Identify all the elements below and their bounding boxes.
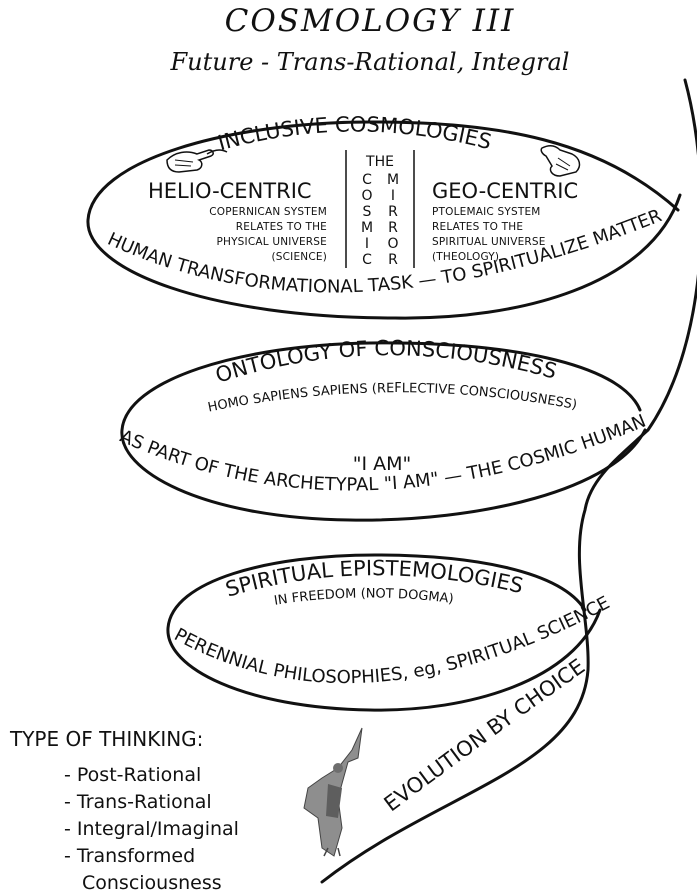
thinking-item: - Integral/Imaginal bbox=[64, 818, 239, 840]
cosmic-letter: O bbox=[361, 188, 372, 204]
helio-centric-heading: HELIO-CENTRIC bbox=[148, 179, 312, 203]
loop-2-sub-label: HOMO SAPIENS SAPIENS (REFLECTIVE CONSCIO… bbox=[207, 381, 578, 415]
helio-line-2: RELATES TO THE bbox=[236, 221, 327, 233]
cosmic-letter: C bbox=[362, 172, 372, 188]
robed-figure-icon bbox=[303, 727, 363, 857]
mirror-letter: I bbox=[391, 188, 395, 204]
page-title: COSMOLOGY III bbox=[225, 3, 516, 39]
loop-inclusive-cosmologies: INCLUSIVE COSMOLOGIES HUMAN TRANSFORMATI… bbox=[86, 112, 682, 320]
thinking-item: - Post-Rational bbox=[64, 764, 201, 786]
loop-2-arc-label: ONTOLOGY OF CONSCIOUSNESS bbox=[213, 336, 560, 388]
page-subtitle: Future - Trans-Rational, Integral bbox=[170, 48, 570, 76]
loop-3-ellipse bbox=[166, 553, 602, 712]
cosmic-letter: C bbox=[362, 252, 372, 268]
loop-1-bottom-label: HUMAN TRANSFORMATIONAL TASK — TO SPIRITU… bbox=[104, 205, 664, 297]
geo-line-4: (THEOLOGY) bbox=[432, 251, 499, 263]
cosmic-letter: M bbox=[361, 220, 373, 236]
cosmic-mirror: THE C O S M I C M I R R O R bbox=[345, 150, 415, 268]
mirror-letter: R bbox=[388, 204, 398, 220]
geo-line-1: PTOLEMAIC SYSTEM bbox=[432, 206, 541, 218]
helio-line-3: PHYSICAL UNIVERSE bbox=[216, 236, 327, 248]
spiral-line bbox=[320, 78, 697, 884]
loop-ontology-of-consciousness: ONTOLOGY OF CONSCIOUSNESS HOMO SAPIENS S… bbox=[117, 336, 649, 522]
thinking-item: - Transformed bbox=[64, 845, 195, 867]
right-pointing-hand-icon bbox=[540, 145, 581, 177]
mirror-the-label: THE bbox=[365, 154, 394, 170]
loop-3-bottom-label: PERENNIAL PHILOSOPHIES, eg, SPIRITUAL SC… bbox=[171, 592, 614, 688]
cosmic-letter: S bbox=[363, 204, 372, 220]
i-am-label: "I AM" bbox=[353, 453, 412, 475]
loop-1-ellipse bbox=[86, 120, 682, 320]
helio-line-4: (SCIENCE) bbox=[271, 251, 327, 263]
mirror-letter: O bbox=[387, 236, 398, 252]
mirror-letter: R bbox=[388, 252, 398, 268]
thinking-heading: TYPE OF THINKING: bbox=[9, 727, 203, 751]
type-of-thinking: TYPE OF THINKING: - Post-Rational - Tran… bbox=[9, 727, 239, 892]
geo-centric-heading: GEO-CENTRIC bbox=[432, 179, 578, 203]
cosmic-letter: I bbox=[365, 236, 369, 252]
thinking-item: - Trans-Rational bbox=[64, 791, 212, 813]
mirror-letter: R bbox=[388, 220, 398, 236]
helio-line-1: COPERNICAN SYSTEM bbox=[209, 206, 327, 218]
loop-2-ellipse bbox=[120, 341, 647, 522]
geo-line-2: RELATES TO THE bbox=[432, 221, 523, 233]
thinking-item: Consciousness bbox=[82, 872, 222, 892]
loop-1-arc-label: INCLUSIVE COSMOLOGIES bbox=[215, 112, 494, 155]
mirror-letter: M bbox=[387, 172, 399, 188]
geo-line-3: SPIRITUAL UNIVERSE bbox=[432, 236, 546, 248]
loop-3-sub-label: IN FREEDOM (NOT DOGMA) bbox=[273, 586, 454, 608]
left-pointing-hand-icon bbox=[166, 149, 228, 173]
